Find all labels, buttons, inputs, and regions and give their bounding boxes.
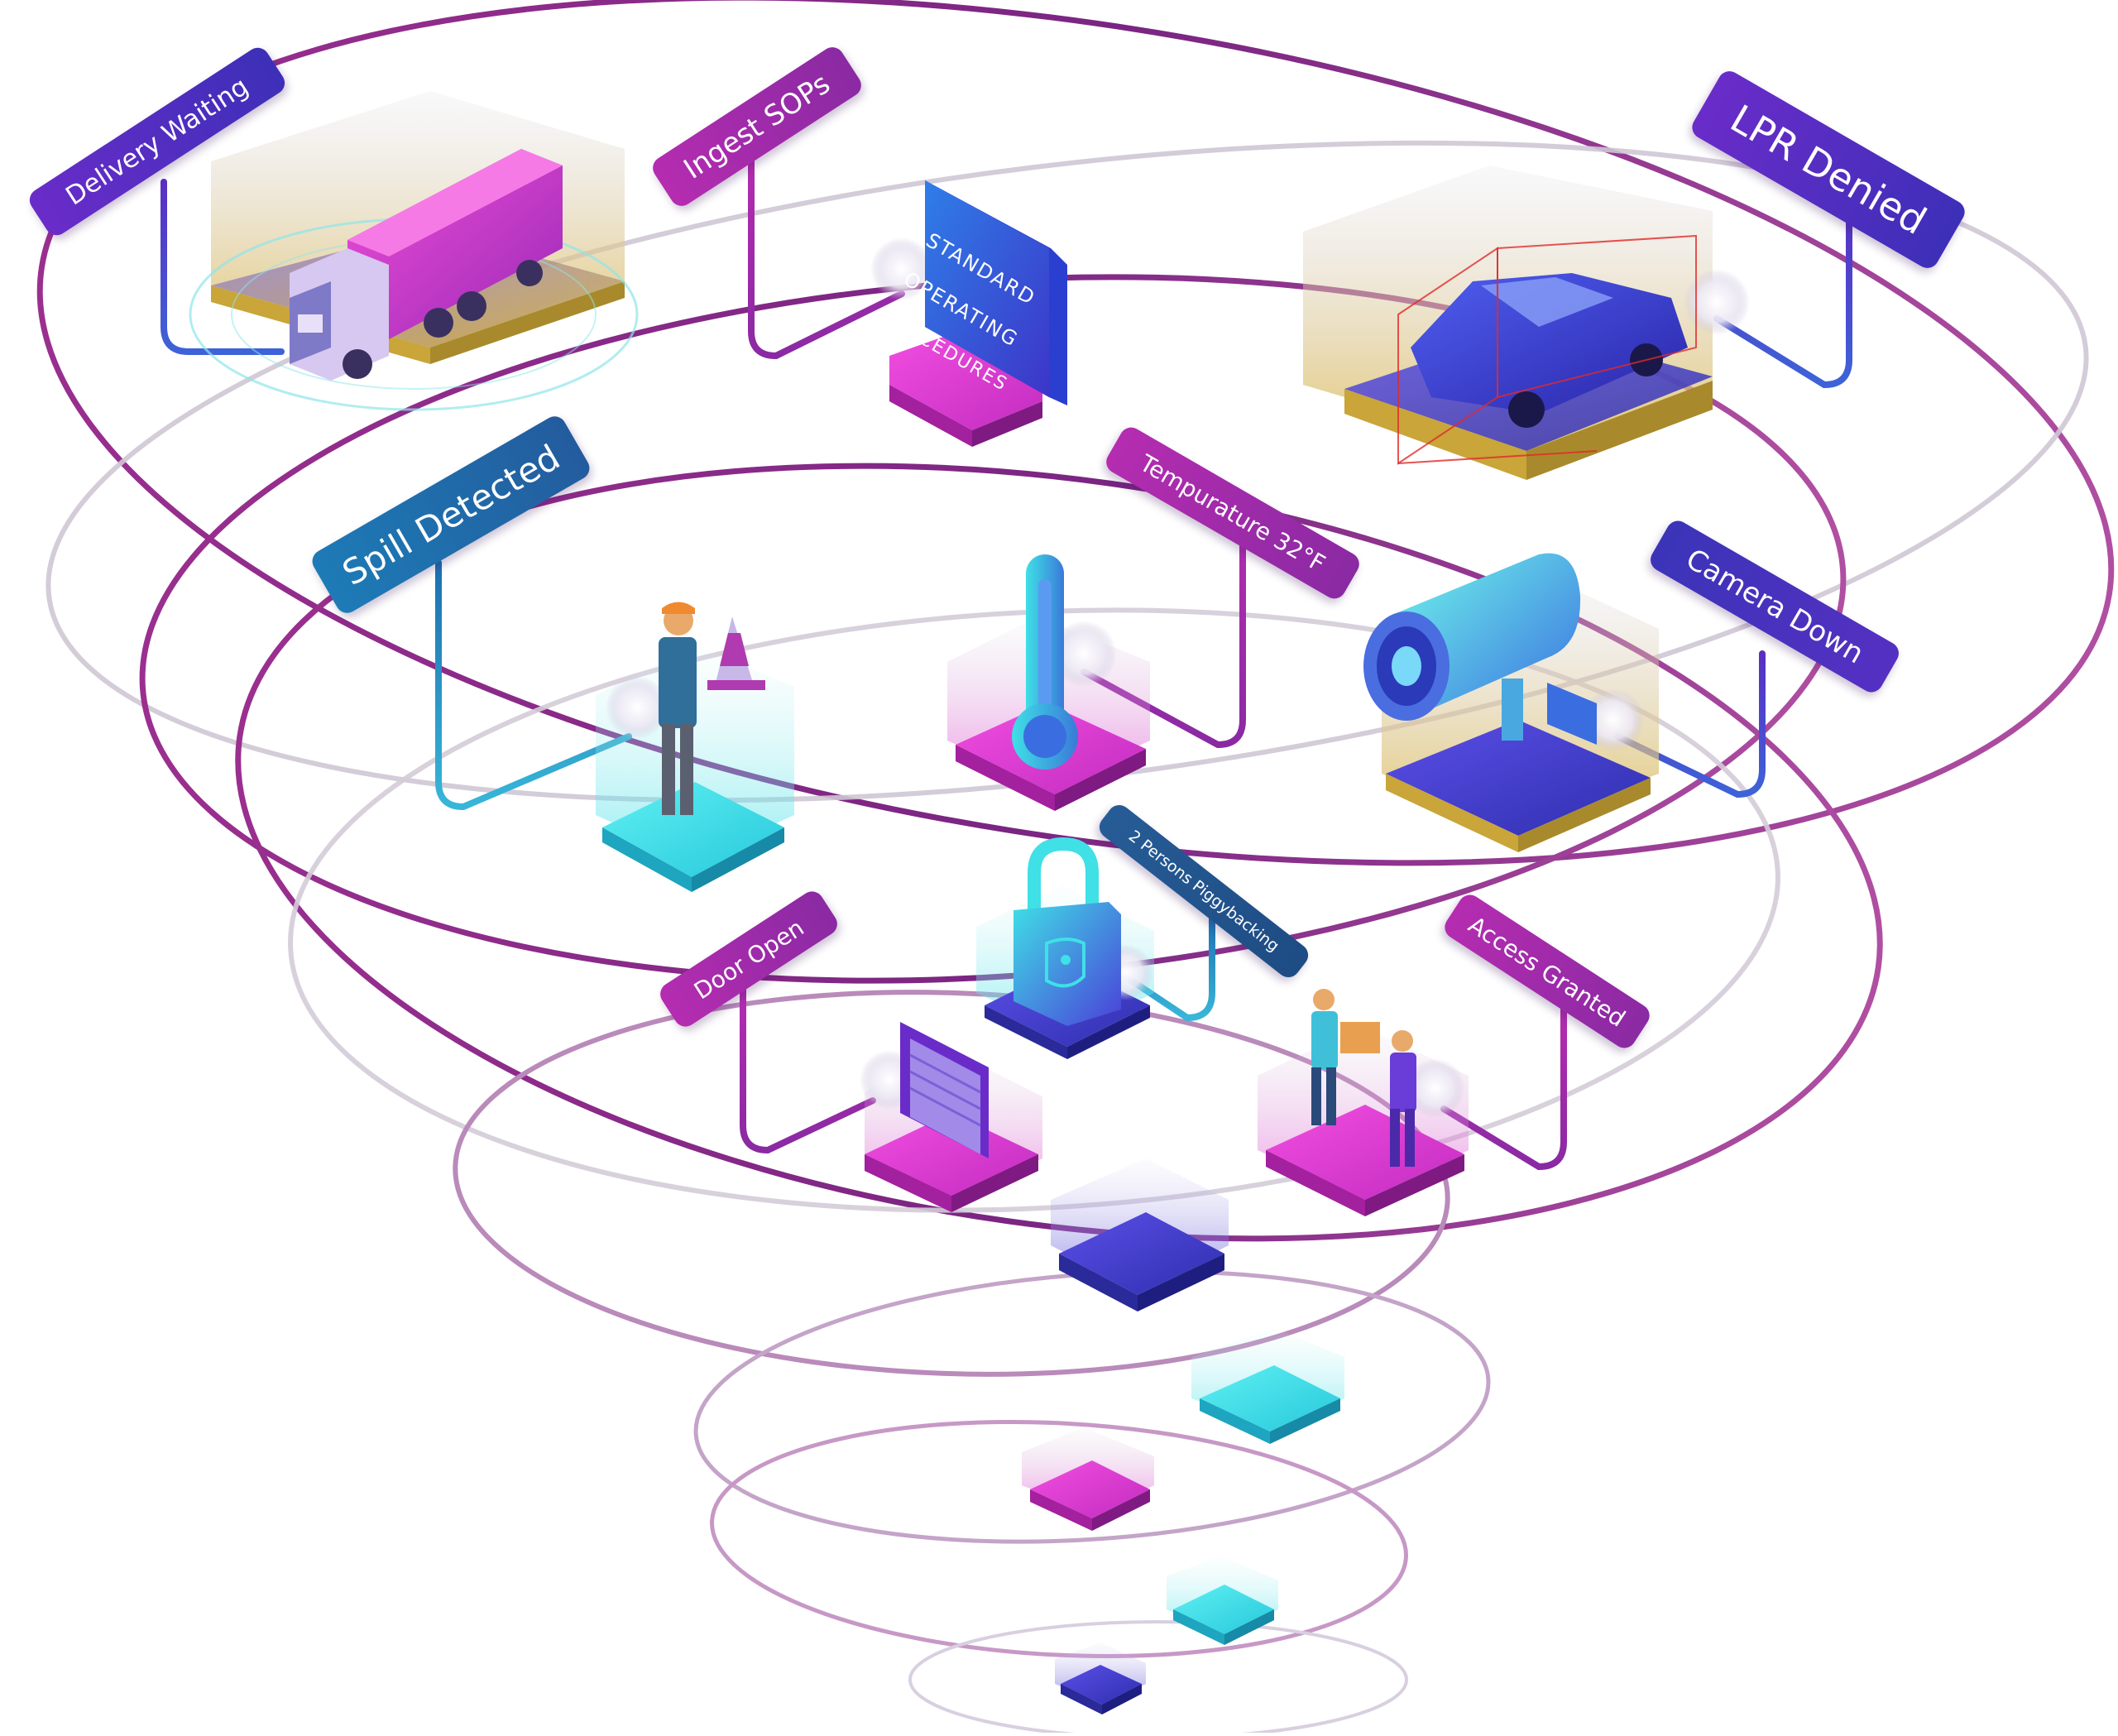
empty-platform-5 — [1055, 1642, 1146, 1714]
ring-4 — [235, 463, 1883, 1242]
rolling-door-icon — [900, 1022, 989, 1158]
connector-sops — [748, 146, 905, 360]
delivery-truck-icon — [290, 149, 563, 381]
ring-6 — [453, 990, 1450, 1377]
car-scene — [1303, 165, 1750, 480]
thermometer-scene — [947, 554, 1150, 811]
connector-spill — [435, 559, 632, 811]
empty-platform-4 — [1167, 1556, 1278, 1645]
connector-temp — [1081, 518, 1246, 749]
empty-platform-2 — [1191, 1328, 1344, 1444]
connector-delivery — [161, 179, 285, 355]
empty-platform-1 — [1051, 1158, 1229, 1312]
connector-access — [1440, 1002, 1567, 1171]
truck-scene — [189, 91, 639, 411]
thermometer-icon — [1012, 554, 1078, 770]
car-icon — [1397, 234, 1697, 465]
padlock-icon — [1013, 837, 1121, 1026]
door-scene — [860, 1022, 1042, 1212]
access-scene — [1258, 989, 1469, 1216]
camera-scene — [1363, 553, 1659, 852]
sop-scene — [870, 180, 1067, 447]
ring-8 — [710, 1419, 1408, 1659]
ring-9 — [908, 1620, 1408, 1736]
connector-lpr — [1713, 204, 1852, 389]
connector-door — [740, 981, 876, 1154]
worker-with-cone-icon — [659, 602, 765, 815]
connector-camera — [1614, 650, 1766, 798]
connector-piggyback — [1122, 911, 1215, 1022]
empty-platforms — [1022, 1158, 1344, 1714]
empty-platform-3 — [1022, 1427, 1154, 1531]
ring-1 — [36, 0, 2115, 866]
security-camera-icon — [1363, 553, 1597, 745]
lock-scene — [976, 837, 1154, 1059]
ring-5 — [288, 607, 1780, 1213]
worker-scene — [596, 602, 794, 892]
package-handoff-icon — [1311, 989, 1416, 1167]
sop-document-icon — [925, 180, 1067, 405]
connector-lines — [161, 146, 1852, 1171]
